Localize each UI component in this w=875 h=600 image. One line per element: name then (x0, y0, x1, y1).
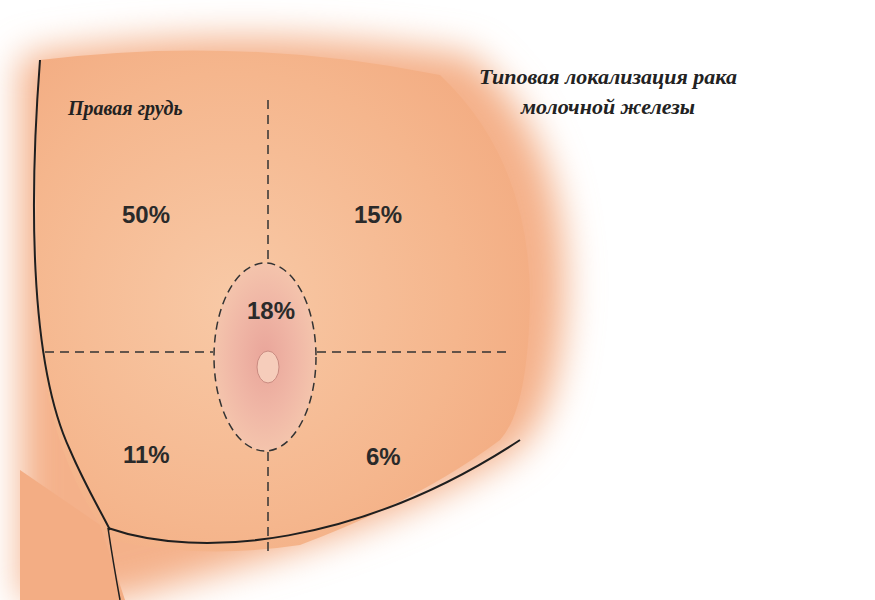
chest-area (20, 470, 125, 600)
quadrant-percent-holder: 15% (354, 201, 402, 229)
quadrant-percent-holder: 11% (123, 441, 170, 469)
title-holder: Типовая локализация рака молочной железы (443, 62, 773, 122)
breast-body (36, 50, 530, 551)
skin-glow (20, 38, 565, 600)
areola-shape (213, 262, 317, 452)
quadrant-percent: 6% (366, 443, 401, 471)
breast-fold (108, 440, 520, 543)
areola-outline (214, 263, 316, 451)
diagram-title: Типовая локализация рака молочной железы (443, 62, 773, 122)
chest-outline (108, 528, 120, 600)
areola-percent: 18% (247, 297, 295, 325)
side-label: Правая грудь (68, 97, 183, 120)
areola-region: 18% (213, 262, 317, 452)
quadrant-line (267, 100, 269, 262)
quadrant-percent-holder: 6% (366, 443, 401, 471)
quadrant-line (45, 351, 213, 353)
quadrant-percent: 50% (122, 201, 170, 229)
quadrant-percent-holder: 50% (122, 201, 170, 229)
nipple (257, 351, 279, 383)
quadrant-percent: 11% (123, 441, 170, 469)
quadrant-percent: 15% (354, 201, 402, 229)
breast-outline (34, 60, 110, 530)
quadrant-line (267, 452, 269, 555)
quadrant-line (317, 351, 510, 353)
side-label-holder: Правая грудь (68, 97, 183, 120)
